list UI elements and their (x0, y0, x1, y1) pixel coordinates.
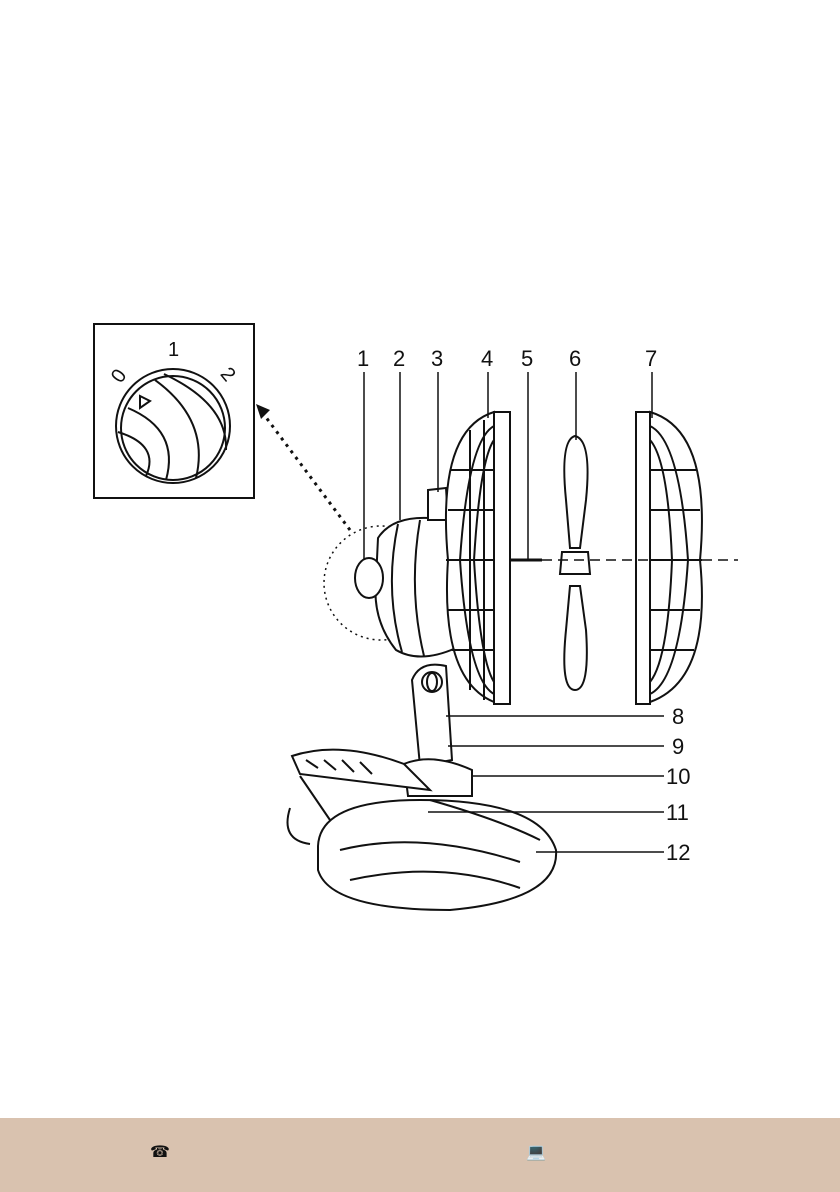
page-footer: ☎ 💻 (0, 1118, 840, 1192)
part-label-1: 1 (357, 346, 369, 371)
part-label-5: 5 (521, 346, 533, 371)
dial-label-1: 1 (168, 339, 179, 361)
fan-base (318, 800, 556, 910)
speed-knob (355, 558, 383, 598)
fan-stand (288, 665, 557, 910)
part-label-8: 8 (672, 704, 684, 729)
computer-icon: 💻 (526, 1144, 546, 1160)
fan-exploded-diagram: 0 1 2 (0, 0, 840, 1118)
fan-clip (292, 750, 430, 790)
telephone-icon: ☎ (150, 1144, 170, 1160)
part-label-12: 12 (666, 840, 690, 865)
front-grille (636, 412, 702, 704)
part-label-9: 9 (672, 734, 684, 759)
dial-inset: 0 1 2 (94, 324, 254, 498)
motor-housing (355, 488, 456, 657)
speed-dial (116, 369, 230, 483)
part-label-2: 2 (393, 346, 405, 371)
part-label-3: 3 (431, 346, 443, 371)
part-label-11: 11 (666, 800, 689, 825)
rear-grille (446, 412, 510, 704)
part-label-10: 10 (666, 764, 690, 789)
part-label-4: 4 (481, 346, 493, 371)
part-label-6: 6 (569, 346, 581, 371)
part-label-7: 7 (645, 346, 657, 371)
fan-blade (560, 436, 590, 690)
